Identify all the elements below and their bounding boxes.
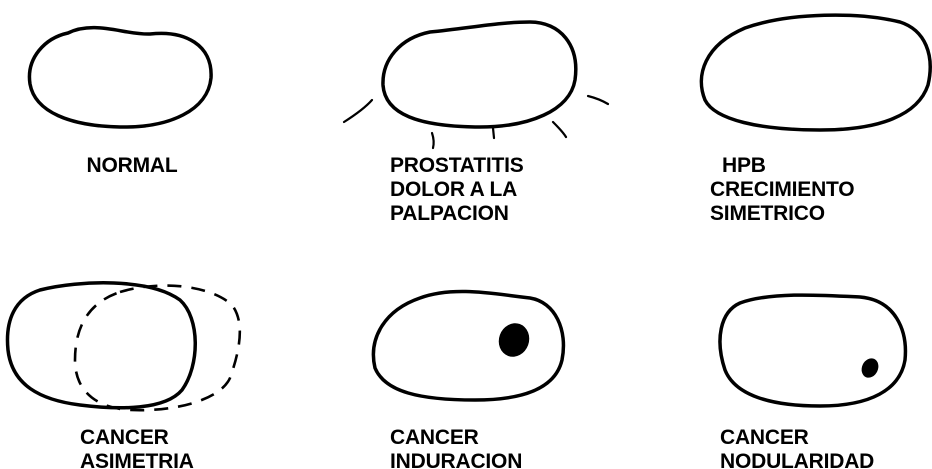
label-cancer-induracion: CANCER INDURACION (390, 426, 522, 469)
label-cancer-nodularidad: CANCER NODULARIDAD (720, 426, 874, 469)
pain-rays (344, 96, 608, 148)
panel-prostatitis: PROSTATITIS DOLOR A LA PALPACION (344, 22, 608, 225)
panel-hpb: HPB CRECIMIENTO SIMETRICO (701, 15, 930, 225)
label-prostatitis: PROSTATITIS DOLOR A LA PALPACION (390, 154, 529, 225)
panel-cancer-nodularidad: CANCER NODULARIDAD (720, 295, 905, 469)
label-normal: NORMAL (87, 154, 178, 177)
pain-ray (344, 100, 372, 122)
pain-ray (493, 128, 494, 138)
prostate-outline-dashed-enlargement (75, 286, 240, 411)
prostate-outline-solid (7, 283, 195, 408)
prostate-outline-nodularidad (720, 295, 905, 406)
panel-cancer-asimetria: CANCER ASIMETRIA (7, 283, 239, 469)
prostate-outline-prostatitis (383, 22, 576, 127)
label-hpb: HPB CRECIMIENTO SIMETRICO (710, 154, 860, 225)
prostate-outline-normal (29, 28, 211, 127)
pain-ray (432, 133, 434, 148)
prostate-outline-hpb (701, 15, 930, 130)
induration-mass (494, 319, 534, 361)
panel-normal: NORMAL (29, 28, 211, 177)
label-cancer-asimetria: CANCER ASIMETRIA (80, 426, 194, 469)
pain-ray (588, 96, 608, 104)
prostate-outline-induracion (373, 291, 563, 400)
pain-ray (553, 122, 566, 137)
nodule (859, 356, 882, 381)
panel-cancer-induracion: CANCER INDURACION (373, 291, 563, 469)
